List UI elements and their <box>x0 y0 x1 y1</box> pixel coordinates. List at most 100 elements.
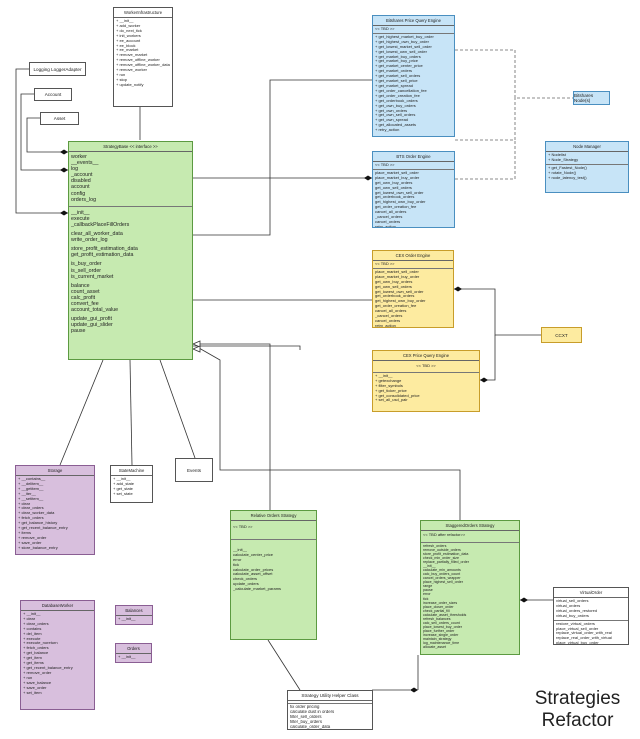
member-line: + clear <box>18 501 31 506</box>
member-line: << TBD >> <box>375 163 395 167</box>
member-line: + get_ticker_price <box>375 388 407 393</box>
member-line: + get_order_cancellation_fee <box>375 88 427 93</box>
member-line: + remove_order <box>23 670 52 675</box>
member-line: + __init__ <box>23 612 41 616</box>
member-line: + save_order <box>18 540 42 545</box>
member-line: + get_own_orders <box>375 108 408 113</box>
cex-price-connector <box>193 345 301 350</box>
member-line: + get_own_sell_orders <box>375 113 416 118</box>
storage-connector <box>59 359 104 466</box>
member-line: + execute_noreturn <box>23 641 58 646</box>
member-line: place_market_sell_order <box>375 170 419 175</box>
cex-order-engine-class: CEX Order Engine << TBD >> place_market_… <box>372 250 454 328</box>
member-line: execute <box>71 215 90 222</box>
member-line: + stop <box>116 77 128 82</box>
cex-price-query-stereotype: << TBD >> <box>373 361 479 373</box>
member-line: + get_market_buy_price <box>375 59 419 64</box>
member-line: store_profit_estimation_data <box>71 246 138 253</box>
member-line: check_min_order_size <box>423 556 459 561</box>
member-line: pause <box>71 328 86 335</box>
orders-header: Orders <box>116 644 151 654</box>
ccxt-box: CCXT <box>541 327 582 343</box>
member-line: calculate_center_price <box>233 552 274 557</box>
member-line: filter_buy_orders <box>290 719 323 724</box>
database-worker-header: DatabaseWorker <box>21 601 94 611</box>
storage-methods: + __contains__+ __delitem__+ __getitem__… <box>16 476 94 552</box>
member-line: << TBD >> <box>233 525 253 529</box>
member-line: + Nodelist <box>548 153 566 157</box>
member-line: __init__ <box>233 547 248 552</box>
member-line: is_sell_order <box>71 267 102 274</box>
member-line: calculate_asset_offset <box>233 572 273 577</box>
member-line: + get_own_spread <box>375 118 409 123</box>
staggered-orders-class: StaggeredOrders Strategy << TBD after re… <box>420 520 520 655</box>
diamond-virtual <box>520 597 528 603</box>
member-line: convert_fee <box>71 300 99 307</box>
member-line: + get_market_orders <box>375 69 413 74</box>
member-line: disabled <box>71 178 91 185</box>
storage-header: Storage <box>16 466 94 476</box>
member-line: + get_market_sell_price <box>375 79 418 84</box>
member-line: calc_sell_orders_count <box>423 620 460 625</box>
member-line: + get_items <box>23 661 44 666</box>
relative-orders-stereotype: << TBD >> <box>231 521 316 540</box>
member-line: place_further_order <box>423 628 455 633</box>
member-line: cancel_orders_wrapper <box>423 576 461 581</box>
member-line: check_orders <box>233 577 258 582</box>
bitshares-price-query-stereotype: << TBD >> <box>373 26 454 34</box>
balances-methods: + __init__ <box>116 616 152 623</box>
node-manager-header: Node Manager <box>546 142 628 152</box>
member-line: + get_market_sell_orders <box>375 74 421 79</box>
orders-methods: + __init__ <box>116 654 151 661</box>
logging-connector <box>15 68 68 214</box>
member-line: << TBD >> <box>375 262 395 266</box>
state-machine-class: StateMachine + __init__+ add_state+ get_… <box>110 465 153 503</box>
member-line: get_own_buy_orders <box>375 180 413 185</box>
bts-order-engine-class: BTS Order Engine << TBD >> place_market_… <box>372 151 455 228</box>
virtual-order-header: VirtualOrder <box>554 588 628 598</box>
member-line: + init_workers <box>116 33 141 38</box>
member-line: get_own_sell_orders <box>375 284 412 289</box>
member-line: + get_market_center_price <box>375 64 423 69</box>
bitshares-price-query-class: Bitshares Price Query Engine << TBD >> +… <box>372 15 455 137</box>
diamond-account <box>60 167 68 173</box>
member-line: + __init__ <box>118 655 136 659</box>
bitshares-price-query-methods: + get_highest_market_buy_order+ get_high… <box>373 34 454 134</box>
strategy-helper-blank <box>288 701 372 704</box>
bitshares-node-box: Bitshares Node(s) <box>573 91 610 105</box>
asset-connector <box>26 117 68 153</box>
cex-price-query-class: CEX Price Query Engine << TBD >> + __ini… <box>372 350 480 412</box>
member-line: calculate_order_data <box>290 724 331 729</box>
database-worker-methods: + __init__+ clear+ clear_orders+ contain… <box>21 611 94 696</box>
inherit-arrow-staggered <box>191 345 201 353</box>
member-line: + __contains__ <box>18 477 46 481</box>
member-line: + execute <box>23 636 41 641</box>
member-line: place_highest_sell_order <box>423 580 463 585</box>
member-line: account_total_value <box>71 307 119 314</box>
member-line: get_order_creation_fee <box>375 304 417 309</box>
member-line: refresh_balances <box>423 616 451 621</box>
node-manager-class: Node Manager + Nodelist+ Node_Strategy +… <box>545 141 629 193</box>
member-line: + get_own_buy_orders <box>375 103 416 108</box>
member-line: + items <box>18 530 32 535</box>
strategy-base-header: StrategyBase << interface >> <box>69 142 192 152</box>
diamond-cex-order <box>454 286 462 292</box>
member-line: + remove_market <box>116 53 148 58</box>
bts-node-dashed <box>455 140 516 180</box>
diamond-bts <box>364 175 372 181</box>
member-line: remove_outside_orders <box>423 547 461 552</box>
member-line: + save_order <box>23 685 47 690</box>
account-connector <box>20 93 68 171</box>
bts-order-engine-header: BTS Order Engine <box>373 152 454 162</box>
member-line: tick <box>233 562 239 567</box>
member-line: get_order_creation_fee <box>375 205 417 210</box>
staggered-orders-header: StaggeredOrders Strategy <box>421 521 519 531</box>
worker-infrastructure-methods: + __init__+ add_worker+ do_next_tick+ in… <box>114 18 172 89</box>
member-line: get_own_sell_orders <box>375 185 412 190</box>
strategy-helper-class: Strategy Utility Helper Class fix order … <box>287 690 373 730</box>
diamond-logging <box>60 210 68 216</box>
member-line: account <box>71 184 90 191</box>
node-manager-methods: + get_Fastest_Node()+ rotate_Node()+ nod… <box>546 165 628 182</box>
strategy-helper-header: Strategy Utility Helper Class <box>288 691 372 701</box>
